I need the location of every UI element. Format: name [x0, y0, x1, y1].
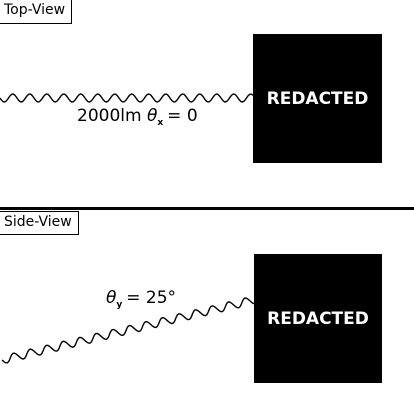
side-view-light-wave [1, 297, 256, 364]
top-view-block-text: REDACTED [266, 88, 369, 109]
view-divider [0, 207, 414, 210]
top-view-label: Top-View [0, 0, 73, 24]
side-view-annotation: θy= 25° [106, 288, 177, 310]
theta-y-value: = 25° [126, 288, 177, 308]
side-view-block-text: REDACTED [267, 308, 369, 329]
theta-x-value: = 0 [167, 106, 198, 126]
top-view-light-wave [0, 93, 254, 103]
theta-x-subscript: x [157, 118, 164, 128]
side-view-label: Side-View [0, 211, 79, 235]
theta-y-symbol: θ [106, 288, 117, 308]
top-view-redacted-block: REDACTED [253, 34, 382, 163]
theta-x-symbol: θ [146, 106, 158, 126]
luminous-flux-value: 2000lm [77, 106, 142, 126]
side-view-redacted-block: REDACTED [254, 254, 382, 383]
top-view-annotation: 2000lm θx= 0 [77, 106, 198, 128]
theta-y-subscript: y [116, 300, 123, 310]
